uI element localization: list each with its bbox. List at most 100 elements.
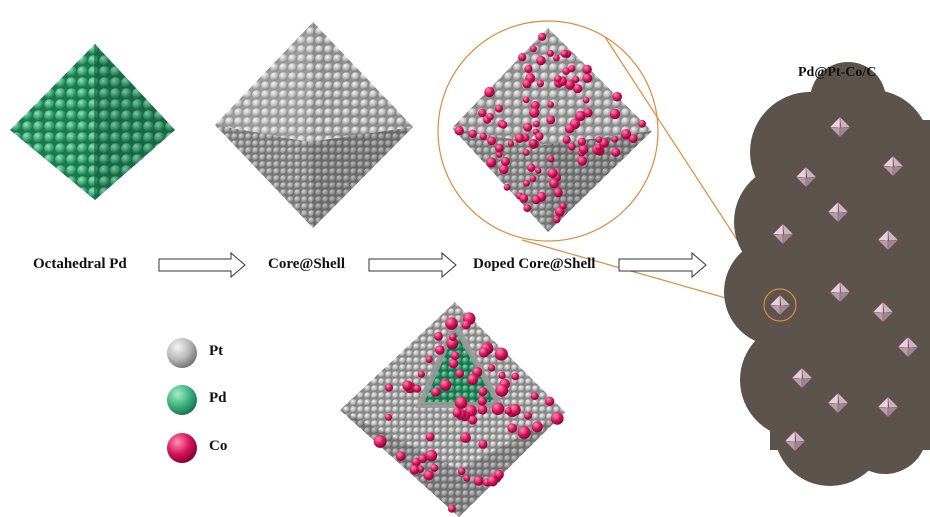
co-atom xyxy=(491,402,505,416)
co-atom xyxy=(553,54,560,62)
co-atom xyxy=(496,151,503,158)
co-atom xyxy=(562,135,571,144)
co-atom xyxy=(418,370,425,378)
co-atom xyxy=(518,53,527,62)
co-atom xyxy=(530,100,540,110)
co-atom xyxy=(479,132,487,141)
legend-label-co: Co xyxy=(209,438,228,454)
co-atom xyxy=(547,49,554,57)
co-atom xyxy=(575,110,586,122)
mini-particle xyxy=(784,430,806,452)
co-atom xyxy=(494,347,508,361)
legend-co-sphere xyxy=(167,433,197,463)
co-atom xyxy=(524,411,532,420)
co-atom xyxy=(595,144,602,151)
doped-core-shell-particle xyxy=(437,20,659,242)
co-atom xyxy=(507,140,515,147)
co-atom xyxy=(517,426,531,439)
core-shell-particle xyxy=(215,22,413,228)
co-atom xyxy=(411,457,421,467)
co-atom xyxy=(628,134,638,144)
mini-particle xyxy=(827,392,849,414)
co-atom xyxy=(522,96,530,104)
co-atom xyxy=(449,333,457,341)
co-atom xyxy=(448,358,459,369)
co-atom xyxy=(385,383,393,392)
co-atom xyxy=(509,404,521,416)
co-atom xyxy=(486,113,494,121)
arrow-1 xyxy=(158,251,246,279)
co-atom xyxy=(445,317,458,330)
co-atom xyxy=(583,108,593,118)
carbon-support xyxy=(724,62,930,486)
co-atom xyxy=(413,384,422,393)
co-atom xyxy=(529,107,540,118)
co-atom xyxy=(499,164,509,175)
co-atom xyxy=(568,65,576,73)
co-atom xyxy=(455,369,465,378)
co-atom xyxy=(454,396,468,409)
co-atom xyxy=(546,115,556,125)
co-atom xyxy=(486,157,497,168)
co-atom xyxy=(477,396,487,406)
co-atom xyxy=(527,163,536,172)
co-atom xyxy=(478,439,488,449)
co-atom xyxy=(523,149,530,156)
co-atom xyxy=(578,144,589,155)
co-atom xyxy=(511,372,519,381)
co-atom xyxy=(554,75,562,83)
co-atom xyxy=(529,175,537,182)
co-atom xyxy=(620,129,632,140)
co-atom xyxy=(431,387,441,397)
co-atom xyxy=(487,136,496,146)
co-atom xyxy=(498,371,506,380)
mini-particle xyxy=(772,223,794,245)
co-atom xyxy=(373,435,387,448)
octahedral-pd-particle xyxy=(10,44,175,200)
co-atom xyxy=(638,119,646,128)
co-atom xyxy=(488,364,496,372)
co-atom xyxy=(425,432,435,442)
co-atom xyxy=(446,337,459,350)
co-atom xyxy=(535,167,542,174)
arrow-2 xyxy=(368,251,457,279)
co-atom xyxy=(434,332,443,341)
co-atom xyxy=(611,135,619,143)
legend xyxy=(167,338,197,463)
co-atom xyxy=(530,45,537,53)
co-atom xyxy=(463,474,471,482)
co-atom xyxy=(536,80,545,88)
co-atom xyxy=(551,412,564,425)
co-atom xyxy=(478,108,487,118)
co-atom xyxy=(423,470,434,481)
mini-particle xyxy=(791,367,813,389)
co-atom xyxy=(538,32,547,41)
co-atom xyxy=(519,194,529,203)
co-atom xyxy=(545,396,555,406)
co-atom xyxy=(385,413,392,421)
mini-particle xyxy=(769,294,791,316)
co-atom xyxy=(484,86,495,98)
legend-label-pt: Pt xyxy=(209,343,224,359)
mini-particle xyxy=(829,116,851,138)
co-atom xyxy=(478,347,489,358)
co-atom xyxy=(425,449,438,462)
mini-particle xyxy=(872,301,894,323)
co-atom xyxy=(595,136,603,144)
co-atom xyxy=(559,202,567,210)
co-atom xyxy=(573,84,583,94)
co-atom xyxy=(562,67,570,75)
co-atom xyxy=(447,504,456,513)
co-atom xyxy=(609,108,621,120)
co-atom xyxy=(494,469,504,480)
co-atom xyxy=(452,408,462,418)
co-atom xyxy=(547,155,555,163)
co-atom xyxy=(435,345,445,355)
co-atom xyxy=(495,143,504,153)
co-atom xyxy=(530,392,539,400)
co-atom xyxy=(549,178,559,189)
co-atom xyxy=(564,79,575,90)
co-atom xyxy=(425,355,433,363)
co-atom xyxy=(582,96,590,104)
co-atom xyxy=(611,147,621,157)
